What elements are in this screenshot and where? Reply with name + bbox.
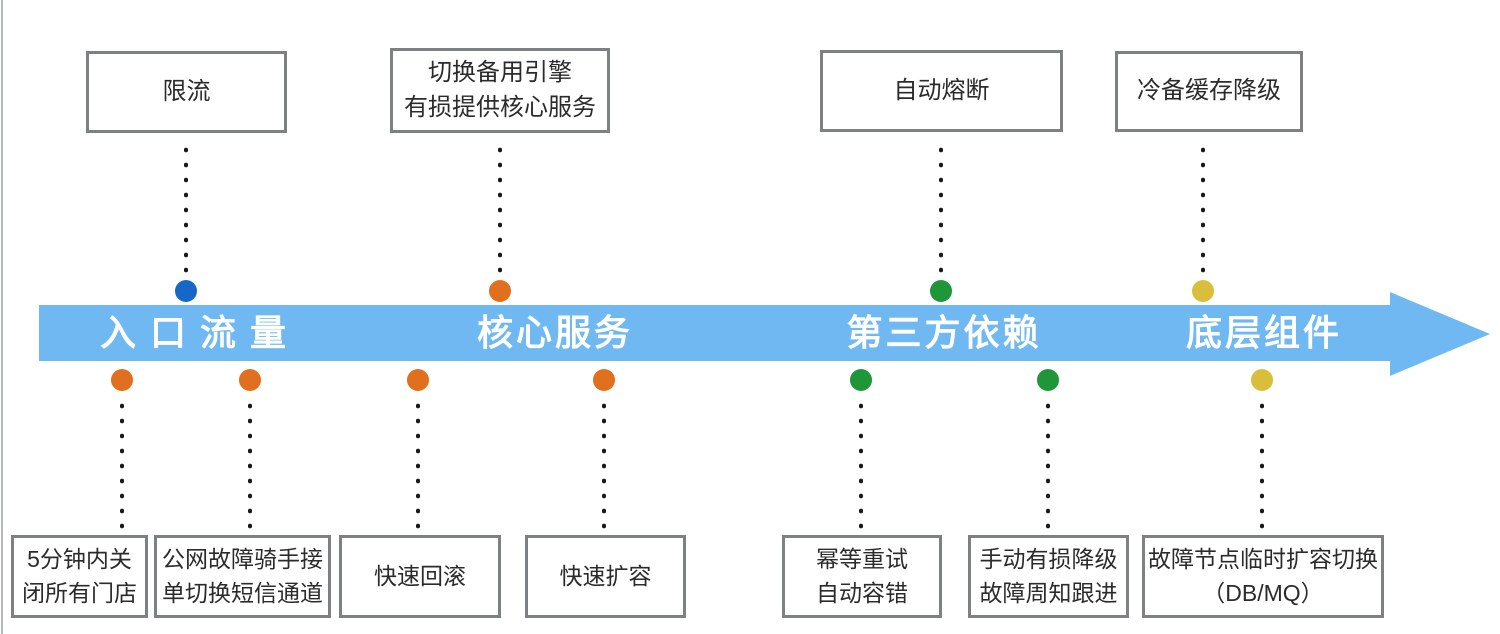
strategy-box-cold-cache-degrade: 冷备缓存降级 (1115, 51, 1303, 132)
measure-box-label: 快速扩容 (559, 562, 652, 589)
dotted-connector (1260, 399, 1264, 529)
measure-box-label: 自动容错 (816, 579, 908, 606)
measure-box-label: 5分钟内关 (27, 546, 132, 573)
strategy-box-label: 限流 (162, 77, 211, 105)
dotted-connector (416, 399, 420, 529)
dotted-connector (248, 399, 252, 529)
measure-box-fast-scale-out: 快速扩容 (525, 535, 686, 618)
timeline-arrow-head (1390, 292, 1490, 376)
milestone-dot (1037, 369, 1059, 391)
measure-box-node-scale-switch: 故障节点临时扩容切换 （DB/MQ） (1142, 535, 1384, 618)
milestone-dot (111, 369, 133, 391)
dotted-connector (859, 399, 863, 529)
dotted-connector (120, 399, 124, 529)
strategy-box-auto-circuit-break: 自动熔断 (820, 50, 1063, 132)
milestone-dot (489, 280, 511, 302)
timeline-arrow-body (39, 305, 1390, 361)
milestone-dot (593, 369, 615, 391)
measure-box-label: 手动有损降级 (979, 546, 1118, 573)
measure-box-fast-rollback: 快速回滚 (339, 535, 501, 618)
strategy-box-label: 有损提供核心服务 (404, 93, 596, 121)
strategy-box-rate-limit: 限流 (86, 51, 287, 133)
milestone-dot (850, 369, 872, 391)
measure-box-label: 故障节点临时扩容切换 (1148, 546, 1378, 573)
measure-box-label: 故障周知跟进 (979, 579, 1118, 606)
dotted-connector (498, 143, 502, 273)
strategy-box-label: 冷备缓存降级 (1137, 77, 1281, 105)
strategy-box-label: 自动熔断 (893, 76, 990, 104)
milestone-dot (407, 369, 429, 391)
strategy-box-backup-engine: 切换备用引擎 有损提供核心服务 (390, 48, 610, 133)
milestone-dot (930, 280, 952, 302)
dotted-connector (184, 143, 188, 273)
measure-box-label: 公网故障骑手接 (162, 546, 323, 573)
measure-box-close-stores: 5分钟内关 闭所有门店 (11, 535, 148, 618)
measure-box-label: 幂等重试 (816, 546, 908, 573)
measure-box-idempotent-retry: 幂等重试 自动容错 (782, 535, 942, 618)
strategy-box-label: 切换备用引擎 (428, 58, 572, 86)
milestone-dot (1192, 280, 1214, 302)
measure-box-manual-degrade: 手动有损降级 故障周知跟进 (968, 535, 1129, 618)
page-edge-line (1, 0, 3, 634)
measure-box-label: 单切换短信通道 (162, 579, 323, 606)
dotted-connector (602, 399, 606, 529)
dotted-connector (1201, 143, 1205, 273)
dotted-connector (1046, 399, 1050, 529)
milestone-dot (239, 369, 261, 391)
measure-box-label: （DB/MQ） (1202, 579, 1324, 606)
band-label-third-party-deps: 第三方依赖 (846, 312, 1042, 353)
dotted-connector (939, 143, 943, 273)
band-label-ingress-traffic: 入口流量 (99, 312, 301, 353)
measure-box-label: 快速回滚 (374, 562, 466, 589)
band-label-base-components: 底层组件 (1185, 312, 1343, 353)
band-label-core-services: 核心服务 (476, 312, 634, 353)
milestone-dot (175, 280, 197, 302)
milestone-dot (1251, 369, 1273, 391)
measure-box-label: 闭所有门店 (22, 579, 137, 606)
measure-box-sms-channel-switch: 公网故障骑手接 单切换短信通道 (154, 535, 331, 618)
